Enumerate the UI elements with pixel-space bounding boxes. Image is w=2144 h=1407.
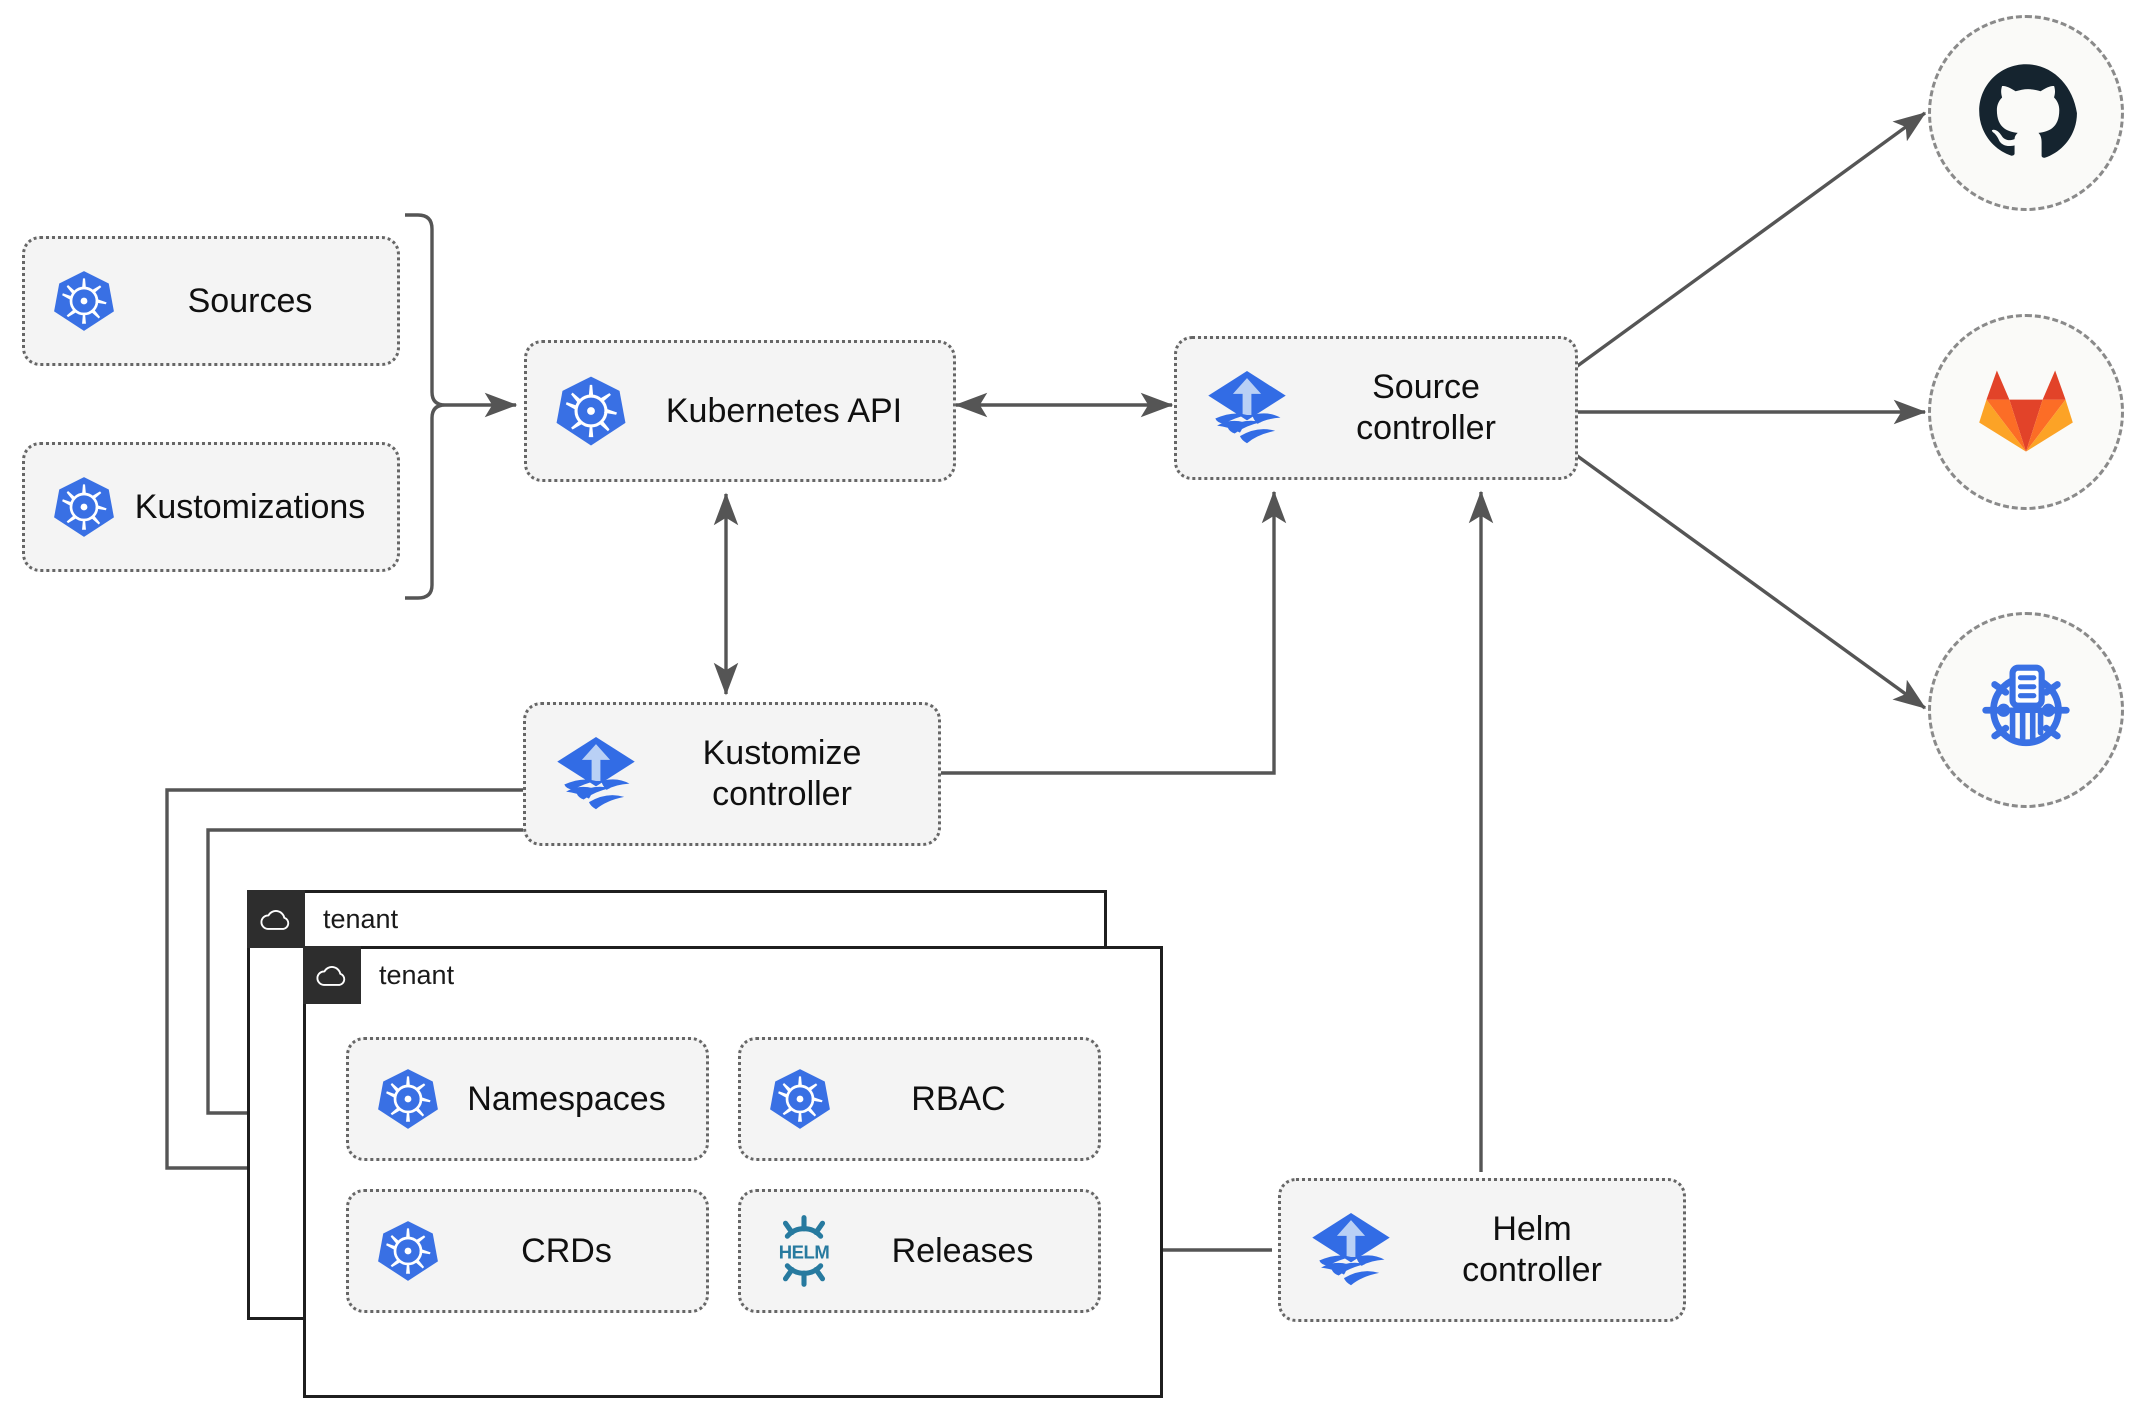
kubernetes-icon xyxy=(51,474,117,540)
github-icon xyxy=(1974,59,2078,168)
edge-source-to-github xyxy=(1574,111,1927,369)
kubernetes-icon xyxy=(767,1066,833,1132)
node-label: Kustomizations xyxy=(134,487,366,526)
external-source-gitlab[interactable] xyxy=(1928,314,2124,510)
tenant-tab-1: tenant xyxy=(247,890,398,948)
node-namespaces[interactable]: Namespaces xyxy=(346,1037,709,1161)
node-crds[interactable]: CRDs xyxy=(346,1189,709,1313)
node-label: Sources xyxy=(187,281,313,320)
flux-icon xyxy=(1203,364,1291,452)
external-source-github[interactable] xyxy=(1928,15,2124,211)
svg-text:HELM: HELM xyxy=(779,1241,830,1262)
node-kustomizations[interactable]: Kustomizations xyxy=(22,442,400,572)
helm-icon: HELM xyxy=(767,1214,841,1288)
flux-icon xyxy=(1307,1206,1395,1294)
tenant-container-2[interactable]: tenant xyxy=(303,946,1163,1398)
helm-repository-icon xyxy=(1970,652,2082,769)
node-source-controller[interactable]: Source controller xyxy=(1174,336,1578,480)
kubernetes-icon xyxy=(51,268,117,334)
node-label: Releases xyxy=(891,1231,1034,1270)
edge-brace-custom-resources xyxy=(405,213,446,600)
cloud-icon xyxy=(247,890,305,948)
edge-source-to-helm-repository xyxy=(1575,453,1927,710)
node-label: Kustomize controller xyxy=(702,734,862,813)
node-label: Kubernetes API xyxy=(665,391,903,430)
edge-kustomize-to-source-controller xyxy=(940,490,1287,775)
flux-icon xyxy=(552,730,640,818)
node-label: RBAC xyxy=(911,1079,1006,1118)
node-rbac[interactable]: RBAC xyxy=(738,1037,1101,1161)
cloud-icon xyxy=(303,946,361,1004)
node-sources[interactable]: Sources xyxy=(22,236,400,366)
node-label: CRDs xyxy=(521,1231,612,1270)
kubernetes-icon xyxy=(375,1218,441,1284)
node-releases[interactable]: HELM Releases xyxy=(738,1189,1101,1313)
kubernetes-icon xyxy=(375,1066,441,1132)
external-source-helm-repository[interactable] xyxy=(1928,612,2124,808)
node-kubernetes-api[interactable]: Kubernetes API xyxy=(524,340,956,482)
node-label: Source controller xyxy=(1356,368,1496,447)
tenant-label: tenant xyxy=(379,959,455,990)
node-kustomize-controller[interactable]: Kustomize controller xyxy=(523,702,941,846)
node-helm-controller[interactable]: Helm controller xyxy=(1278,1178,1686,1322)
tenant-label: tenant xyxy=(323,903,399,934)
node-label: Helm controller xyxy=(1462,1210,1602,1289)
node-label: Namespaces xyxy=(467,1079,666,1118)
kubernetes-icon xyxy=(553,373,629,449)
tenant-tab-2: tenant xyxy=(303,946,454,1004)
gitlab-icon xyxy=(1974,358,2078,467)
